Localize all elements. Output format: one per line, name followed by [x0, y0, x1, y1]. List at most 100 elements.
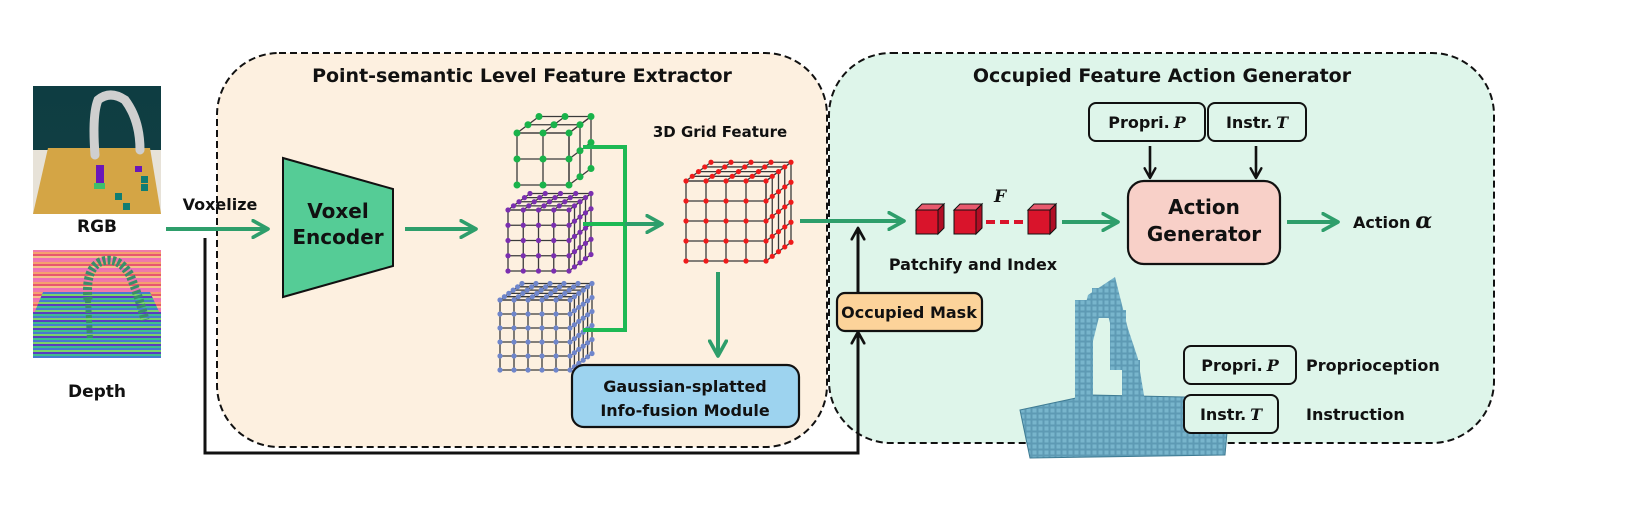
grid-node	[520, 207, 526, 213]
grid-node	[561, 113, 569, 120]
grid-node	[769, 173, 775, 179]
grid-node	[548, 290, 554, 296]
grid-node	[553, 353, 559, 359]
grid-node	[539, 129, 547, 137]
grid-node	[539, 325, 545, 331]
grid-node	[505, 268, 511, 274]
gaussian-module-label-2: Info-fusion Module	[600, 401, 769, 420]
grid-node	[576, 346, 582, 352]
grid-node	[505, 207, 511, 213]
grid-node	[567, 297, 573, 303]
grid-node	[543, 284, 549, 290]
grid-node	[526, 203, 532, 209]
grid-node	[769, 233, 775, 239]
grid-node	[571, 284, 577, 290]
grid-node	[588, 236, 594, 242]
grid-node	[510, 203, 517, 209]
token-cube	[1026, 202, 1058, 236]
grid-node	[575, 280, 581, 287]
instr-symbol: T	[1276, 113, 1289, 132]
voxel-encoder-label-1: Voxel	[307, 199, 368, 223]
grid-node	[763, 258, 769, 264]
patchify-label: Patchify and Index	[889, 255, 1058, 274]
rgb-image	[33, 86, 161, 214]
grid-node	[709, 173, 715, 179]
grid-node	[566, 253, 572, 259]
grid-node	[587, 165, 595, 172]
grid-node	[571, 294, 578, 300]
grid-node	[582, 225, 589, 231]
svg-text:Instr.T: Instr.T	[1226, 113, 1289, 132]
grid-node	[547, 280, 553, 287]
coarse-grid-cube	[513, 113, 595, 189]
grid-node	[515, 294, 522, 300]
grid-node	[580, 287, 586, 293]
grid-node	[742, 164, 748, 170]
gaussian-module-label-1: Gaussian-splatted	[603, 377, 767, 396]
grid-node	[683, 218, 689, 224]
legend-proprioception-text: Proprioception	[1306, 356, 1440, 375]
grid-node	[566, 207, 572, 213]
grid-node	[535, 113, 543, 120]
grid-node	[551, 237, 557, 244]
action-generator-label-2: Generator	[1147, 222, 1261, 246]
grid-node	[723, 238, 729, 244]
grid-node	[743, 218, 749, 224]
grid-node	[567, 311, 573, 317]
grid-node	[537, 195, 543, 201]
propri-prefix: Propri.	[1108, 113, 1170, 132]
grid-node	[577, 214, 583, 220]
proprioception-input-box: Propri.P	[1088, 102, 1206, 142]
grid-node	[566, 268, 572, 274]
grid-node	[580, 343, 586, 349]
instruction-input-box: Instr.T	[1207, 102, 1307, 142]
grid-node	[553, 339, 559, 345]
grid-node	[576, 318, 582, 324]
grid-node	[683, 238, 689, 244]
grid-node	[511, 367, 517, 373]
grid-node	[769, 253, 775, 259]
grid-node	[723, 178, 729, 184]
grid-node	[577, 244, 583, 251]
grid-node	[703, 198, 709, 204]
grid-node	[788, 199, 794, 205]
grid-node	[520, 222, 526, 228]
grid-node	[775, 189, 782, 195]
3d-grid-feature-cube	[683, 159, 794, 264]
grid-node	[571, 322, 578, 328]
legend-instruction: Instr.T Instruction	[1183, 394, 1405, 434]
grid-node	[511, 311, 517, 317]
grid-node	[520, 290, 526, 296]
grid-node	[539, 297, 545, 303]
grid-node	[735, 169, 742, 175]
grid-node	[577, 260, 583, 266]
grid-node	[535, 268, 542, 274]
grid-node	[582, 210, 589, 216]
grid-node	[576, 332, 582, 338]
grid-node	[497, 311, 503, 317]
grid-node	[541, 203, 547, 209]
grid-node	[539, 353, 545, 359]
feature-extractor-title: Point-semantic Level Feature Extractor	[312, 65, 732, 87]
feature-symbol: F	[993, 187, 1008, 207]
grid-node	[551, 268, 557, 274]
grid-node	[520, 253, 526, 259]
grid-node	[553, 325, 559, 331]
grid-node	[782, 204, 788, 210]
grid-node	[557, 190, 564, 197]
grid-node	[553, 367, 559, 373]
grid-node	[743, 178, 749, 184]
voxelize-label: Voxelize	[183, 195, 258, 214]
grid-node	[588, 206, 594, 212]
grid-node	[556, 203, 562, 209]
grid-node	[531, 199, 537, 205]
grid-node	[589, 350, 595, 357]
grid-node	[525, 297, 531, 303]
grid-node	[571, 308, 578, 314]
grid-node	[683, 198, 689, 204]
grid-node	[576, 121, 584, 129]
grid-node	[755, 169, 762, 175]
grid-node	[703, 218, 709, 224]
svg-text:Instr.T: Instr.T	[1200, 405, 1263, 424]
